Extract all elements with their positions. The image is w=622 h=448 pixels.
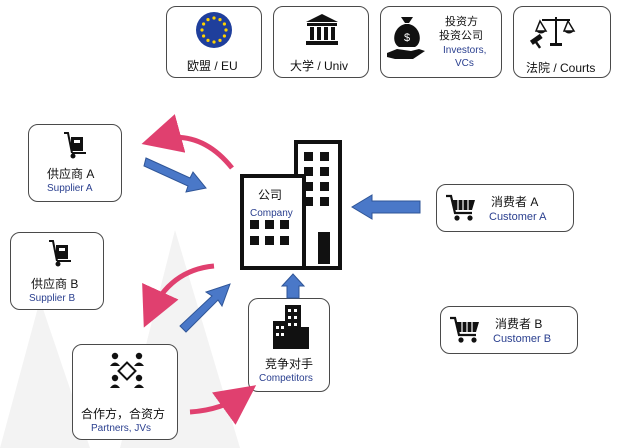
investors-label-zh-1: 投资方 [445, 16, 478, 28]
supplier-a-en: Supplier A [47, 183, 93, 194]
supplier-b-box: 供应商 B Supplier B [10, 232, 104, 310]
university-building-icon [306, 14, 338, 45]
shopping-cart-icon [450, 316, 479, 343]
network-people-icon [110, 352, 144, 388]
city-buildings-icon [273, 305, 309, 349]
investors-box: $ 投资方 投资公司 Investors, VCs [380, 6, 502, 78]
company-zh: 公司 [258, 188, 283, 202]
investors-label-zh-2: 投资公司 [439, 30, 483, 42]
eu-label: 欧盟 / EU [187, 59, 238, 73]
customer-a-en: Customer A [489, 211, 547, 223]
scales-gavel-icon [529, 17, 576, 49]
shopping-cart-icon [446, 194, 475, 221]
courts-box: 法院 / Courts [513, 6, 611, 78]
supplier-a-zh: 供应商 A [47, 167, 95, 181]
eu-flag-icon [196, 12, 232, 48]
supplier-b-en: Supplier B [29, 293, 76, 304]
customer-b-box: 消费者 B Customer B [440, 306, 578, 354]
hand-truck-icon [64, 132, 86, 159]
hand-truck-icon [49, 240, 71, 267]
courts-label: 法院 / Courts [526, 61, 596, 75]
money-bag-hand-icon: $ [387, 17, 425, 59]
customer-a-box: 消费者 A Customer A [436, 184, 574, 232]
eu-box: 欧盟 / EU [166, 6, 262, 78]
partners-en: Partners, JVs [91, 423, 152, 434]
investors-label-en-1: Investors, [443, 45, 487, 56]
office-building-icon [240, 140, 342, 270]
partners-zh: 合作方，合资方 [81, 407, 166, 421]
customer-b-zh: 消费者 B [495, 317, 543, 331]
university-label: 大学 / Univ [290, 59, 349, 73]
supplier-a-box: 供应商 A Supplier A [28, 124, 122, 202]
competitors-zh: 竞争对手 [265, 357, 314, 371]
partners-box: 合作方，合资方 Partners, JVs [72, 344, 178, 440]
competitors-box: 竞争对手 Competitors [248, 298, 330, 392]
svg-text:$: $ [404, 32, 410, 44]
university-box: 大学 / Univ [273, 6, 369, 78]
customer-a-zh: 消费者 A [491, 195, 539, 209]
supplier-b-zh: 供应商 B [31, 277, 79, 291]
company-en: Company [250, 208, 293, 219]
competitors-en: Competitors [259, 373, 313, 384]
investors-label-en-2: VCs [455, 58, 474, 69]
customer-b-en: Customer B [493, 333, 552, 345]
